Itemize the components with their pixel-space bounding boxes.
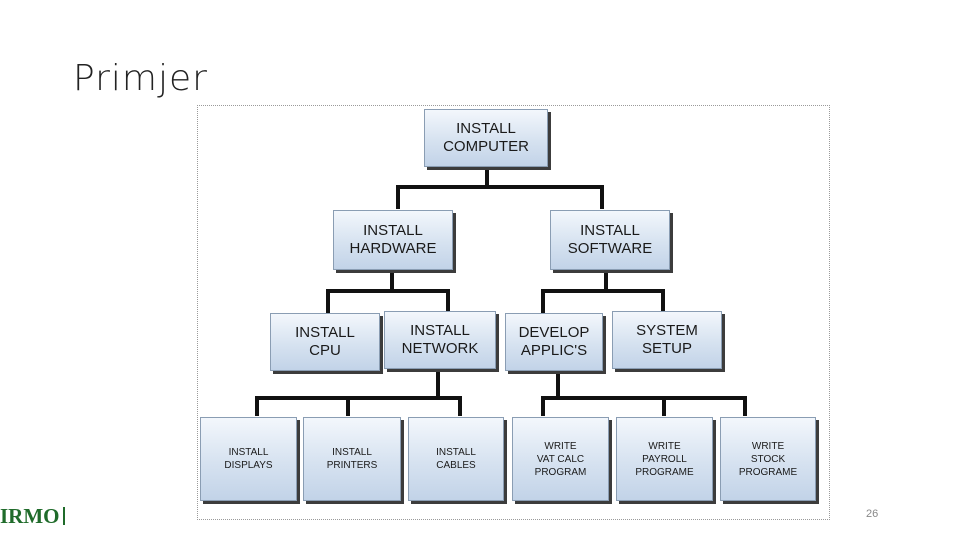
connector-printers-drop [346,396,350,416]
connector-vat-drop [541,396,545,416]
node-install-hardware: INSTALL HARDWARE [333,210,453,270]
connector-payroll-drop [662,396,666,416]
node-install-network: INSTALL NETWORK [384,311,496,369]
node-develop-applics: DEVELOP APPLIC'S [505,313,603,371]
node-write-stock: WRITE STOCK PROGRAME [720,417,816,501]
connector-sw-stem [604,271,608,291]
svg-text:IRMO: IRMO [0,504,60,526]
connector-develop-drop [541,289,545,313]
connector-hw-bar [326,289,450,293]
connector-sw-bar [541,289,665,293]
connector-hw-drop [396,185,400,209]
node-install-printers: INSTALL PRINTERS [303,417,401,501]
connector-stock-drop [743,396,747,416]
node-install-cables: INSTALL CABLES [408,417,504,501]
connector-setup-drop [661,289,665,311]
irmo-logo: IRMO [0,504,65,526]
node-install-displays: INSTALL DISPLAYS [200,417,297,501]
page-number: 26 [866,508,879,520]
connector-sw-drop [600,185,604,209]
node-write-payroll: WRITE PAYROLL PROGRAME [616,417,713,501]
connector-network-stem [436,370,440,398]
connector-displays-drop [255,396,259,416]
connector-root-bar [396,185,604,189]
node-write-vat-calc: WRITE VAT CALC PROGRAM [512,417,609,501]
slide-title: Primjer [73,58,208,99]
connector-cpu-drop [326,289,330,313]
connector-cables-drop [458,396,462,416]
diagram-frame [197,105,830,520]
node-install-cpu: INSTALL CPU [270,313,380,371]
connector-develop-stem [556,372,560,398]
connector-hw-stem [390,271,394,291]
connector-network-drop [446,289,450,311]
node-system-setup: SYSTEM SETUP [612,311,722,369]
connector-hw-sub-bar [255,396,462,400]
connector-sw-sub-bar [541,396,747,400]
node-install-computer: INSTALL COMPUTER [424,109,548,167]
node-install-software: INSTALL SOFTWARE [550,210,670,270]
connector-root-stem [485,168,489,188]
